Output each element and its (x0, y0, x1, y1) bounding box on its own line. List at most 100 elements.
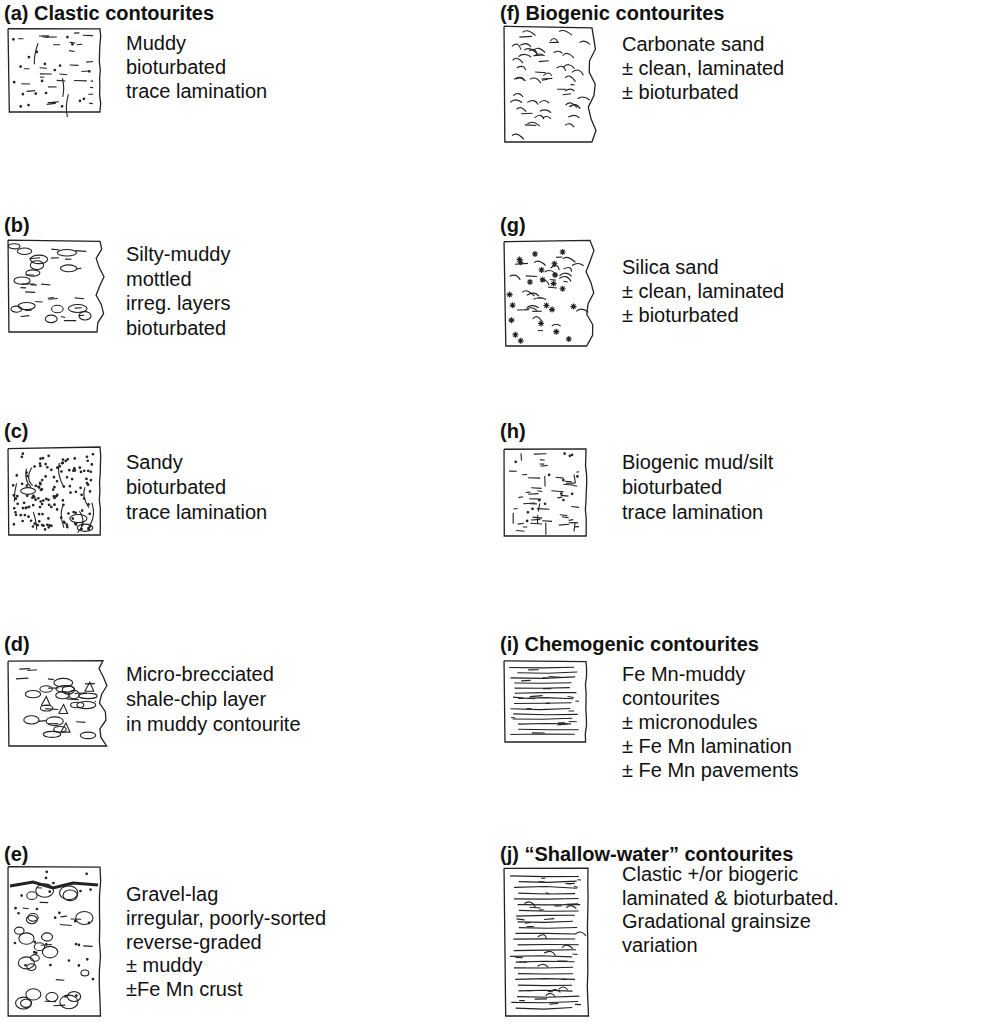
sketch-mark (66, 94, 68, 117)
sketch-mark (45, 92, 47, 94)
sketch-mark (80, 471, 82, 473)
sketch-mark (21, 315, 30, 317)
sketch-mark (36, 51, 38, 53)
facies-description: Carbonate sand (622, 33, 764, 55)
sketch-mark (67, 459, 69, 461)
sketch-mark (568, 115, 579, 117)
sketch-mark (30, 255, 47, 264)
sketch-mark (61, 471, 63, 473)
facies-description: ± micronodules (622, 711, 757, 733)
sketch-mark (28, 506, 30, 508)
sketch-mark (45, 463, 47, 465)
sketch-mark (51, 257, 59, 259)
sketch-mark (31, 955, 40, 962)
sketch-mark (518, 893, 575, 895)
sketch-mark (518, 921, 573, 922)
sketch-mark (59, 73, 67, 75)
sketch-mark (539, 909, 544, 911)
sketch-mark (67, 36, 69, 38)
sketch-mark (563, 479, 565, 481)
sketch-mark (34, 466, 36, 468)
sketch-mark (571, 304, 577, 310)
sketch-mark (518, 985, 572, 987)
sketch-mark (70, 492, 72, 494)
sketch-mark (22, 453, 24, 455)
sketch-mark (89, 71, 91, 73)
sketch-mark (564, 268, 572, 272)
facies-description: trace lamination (126, 501, 267, 523)
sketch-mark (47, 103, 56, 105)
sketch-mark (577, 879, 581, 880)
sketch-mark (519, 961, 527, 962)
sketch-mark (48, 678, 54, 680)
sketch-mark (515, 978, 575, 980)
sketch-mark (79, 467, 81, 469)
sketch-mark (551, 989, 560, 992)
sketch-mark (26, 485, 28, 487)
sketch-mark (12, 485, 14, 487)
sketch-mark (64, 522, 66, 524)
sketch-mark (513, 713, 578, 715)
sketch-mark (538, 321, 544, 327)
sketch-mark (560, 514, 568, 516)
sketch-mark (43, 500, 45, 502)
sketch-mark (34, 43, 38, 64)
sketch-mark (8, 244, 20, 249)
sketch-mark (565, 89, 575, 91)
sketch-mark (63, 521, 65, 523)
sketch-mark (543, 73, 551, 76)
sketch-mark (75, 920, 77, 922)
sketch-mark (516, 961, 575, 963)
sketch-mark (46, 717, 63, 726)
sketch-mark (42, 36, 48, 38)
sketch-mark (88, 504, 90, 506)
sketch-mark (39, 463, 41, 465)
sketch-mark (46, 498, 48, 500)
sketch-mark (66, 526, 68, 528)
sketch-mark (42, 513, 44, 515)
panel-heading: (b) (4, 214, 30, 236)
sketch-mark (544, 503, 546, 505)
sketch-mark (59, 463, 64, 486)
sketch-mark (523, 526, 527, 527)
sketch-mark (75, 943, 77, 945)
sketch-mark (38, 513, 40, 515)
sketch-mark (25, 964, 27, 966)
sketch-mark (72, 44, 74, 46)
sketch-mark (513, 94, 523, 97)
core-outline (504, 661, 587, 742)
sketch-mark (90, 87, 93, 88)
facies-description: Muddy (126, 32, 186, 54)
sketch-mark (60, 916, 66, 918)
sketch-mark (56, 509, 58, 511)
sketch-mark (46, 944, 48, 946)
sketch-mark (511, 708, 571, 709)
sketch-mark (53, 496, 55, 498)
sketch-mark (577, 476, 579, 478)
sketch-mark (518, 496, 523, 498)
sketch-mark (89, 491, 91, 493)
sketch-mark (53, 476, 55, 478)
sketch-mark (518, 523, 524, 525)
sketch-mark (44, 529, 46, 531)
facies-description: trace lamination (126, 80, 267, 102)
sketch-mark (15, 498, 17, 500)
sketch-mark (525, 124, 537, 126)
sketch-mark (40, 76, 44, 77)
sketch-mark (22, 283, 35, 284)
sketch-mark (567, 696, 573, 698)
facies-description: ±Fe Mn crust (126, 978, 243, 1000)
sketch-mark (86, 959, 88, 961)
sketch-mark (54, 486, 56, 488)
sketch-mark (26, 90, 35, 92)
sketch-mark (49, 891, 51, 893)
sketch-mark (569, 455, 571, 457)
sketch-mark (11, 306, 22, 312)
sketch-mark (529, 49, 537, 54)
sketch-mark (535, 998, 547, 999)
sketch-mark (531, 487, 541, 489)
sketch-mark (21, 456, 23, 458)
sketch-mark (36, 908, 38, 910)
sketch-mark (45, 315, 57, 322)
sketch-mark (24, 514, 26, 516)
